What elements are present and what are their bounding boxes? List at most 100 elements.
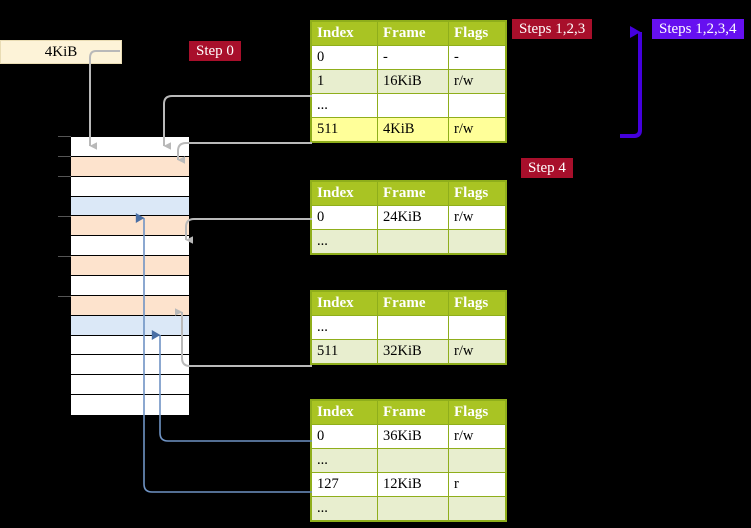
memory-frame-row [71, 156, 189, 177]
table-row: 0-- [310, 45, 507, 70]
cell-flags [448, 93, 507, 118]
cell-flags [448, 448, 507, 473]
memory-frame-row [71, 216, 189, 237]
column-header-frame: Frame [377, 290, 449, 316]
cell-flags: r/w [448, 205, 507, 230]
cell-flags: r/w [448, 117, 507, 143]
cell-frame [377, 229, 449, 255]
column-header-index: Index [310, 180, 378, 206]
steps1234-badge-text: Steps 1,2,3,4 [659, 21, 737, 37]
connector-size-to-memory [89, 50, 120, 150]
memory-frame-row [71, 236, 189, 257]
connector-l4-row511 [177, 142, 312, 164]
cell-index: ... [310, 448, 378, 473]
column-header-flags: Flags [448, 290, 507, 316]
cell-frame: 36KiB [377, 424, 449, 449]
cell-flags: r [448, 472, 507, 497]
memory-frame-row [71, 395, 189, 415]
column-header-index: Index [310, 20, 378, 46]
memory-tick [58, 156, 71, 157]
cell-index: 0 [310, 424, 378, 449]
memory-frame-row [71, 355, 189, 376]
column-header-index: Index [310, 399, 378, 425]
memory-frame-row [71, 315, 189, 336]
steps123-badge: Steps 1,2,3 [512, 19, 593, 39]
cell-frame: 12KiB [377, 472, 449, 497]
steps1234-badge: Steps 1,2,3,4 [652, 19, 744, 39]
cell-frame: 24KiB [377, 205, 449, 230]
cell-index: 1 [310, 69, 378, 94]
size-label-text: 4KiB [44, 43, 78, 60]
memory-frame-row [71, 295, 189, 316]
step4-badge: Step 4 [521, 158, 573, 178]
cell-index: 511 [310, 339, 378, 365]
table-row: ... [310, 315, 507, 340]
memory-frame-row [71, 256, 189, 276]
memory-tick [58, 296, 71, 297]
steps123-badge-text: Steps 1,2,3 [519, 21, 586, 37]
cell-frame: 16KiB [377, 69, 449, 94]
cell-flags: r/w [448, 339, 507, 365]
cell-index: 0 [310, 205, 378, 230]
memory-frame-row [71, 375, 189, 396]
memory-frame-row [71, 335, 189, 356]
cell-flags: r/w [448, 424, 507, 449]
cell-frame [377, 448, 449, 473]
cell-index: 511 [310, 117, 378, 143]
cell-frame [377, 315, 449, 340]
memory-frame-row [71, 176, 189, 197]
column-header-frame: Frame [377, 180, 449, 206]
cell-index: ... [310, 229, 378, 255]
cell-frame: 4KiB [377, 117, 449, 143]
cell-frame [377, 496, 449, 522]
memory-tick [58, 256, 71, 257]
step4-badge-text: Step 4 [528, 160, 566, 176]
connector-l2-row511 [175, 308, 312, 367]
physical-memory-grid [70, 136, 190, 415]
memory-tick [58, 176, 71, 177]
steps-bracket-arrow [620, 26, 642, 138]
table-row: ... [310, 93, 507, 118]
column-header-index: Index [310, 290, 378, 316]
cell-index: ... [310, 496, 378, 522]
memory-frame-row [71, 137, 189, 157]
memory-tick [58, 216, 71, 217]
cell-flags [448, 315, 507, 340]
memory-frame-row [71, 196, 189, 217]
cell-index: ... [310, 93, 378, 118]
cell-flags [448, 229, 507, 255]
cell-frame: - [377, 45, 449, 70]
column-header-flags: Flags [448, 20, 507, 46]
column-header-frame: Frame [377, 20, 449, 46]
cell-index: 0 [310, 45, 378, 70]
cell-flags: r/w [448, 69, 507, 94]
cell-frame [377, 93, 449, 118]
size-label-box: 4KiB [0, 40, 122, 64]
memory-frame-row [71, 276, 189, 296]
cell-index: 127 [310, 472, 378, 497]
memory-tick [58, 136, 71, 137]
table-row: ... [310, 229, 507, 255]
cell-flags [448, 496, 507, 522]
step0-badge: Step 0 [189, 41, 241, 61]
table-row: ... [310, 448, 507, 473]
column-header-flags: Flags [448, 399, 507, 425]
cell-frame: 32KiB [377, 339, 449, 365]
connector-l3-row0 [185, 218, 312, 244]
table-row: ... [310, 496, 507, 522]
step0-badge-text: Step 0 [196, 43, 234, 59]
